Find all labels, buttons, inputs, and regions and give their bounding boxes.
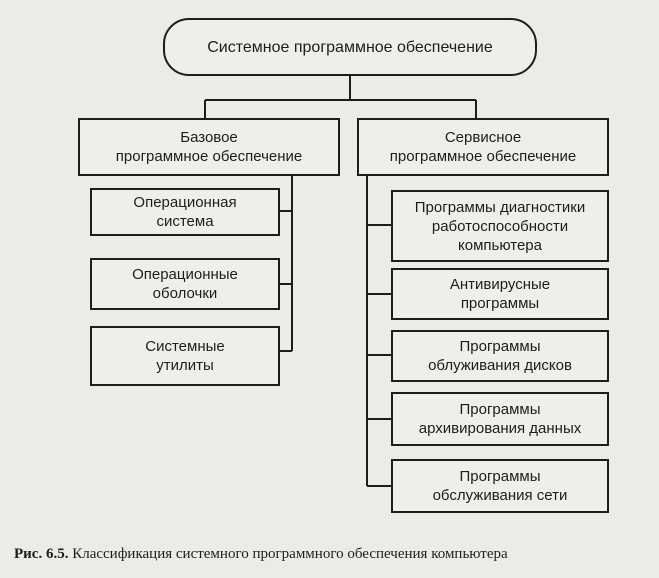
- base-software-node: Базовое программное обеспечение: [78, 118, 340, 176]
- box-text-line: Программы: [459, 468, 541, 485]
- figure-caption: Рис. 6.5. Классификация системного прогр…: [14, 546, 508, 563]
- box-text-line: программное обеспечение: [115, 148, 303, 165]
- box-text-line: оболочки: [152, 285, 218, 302]
- box-text-line: облуживания дисков: [428, 357, 572, 374]
- box-text-line: Программы: [459, 401, 541, 418]
- service-item-antivirus: Антивирусные программы: [391, 268, 609, 320]
- box-text-line: работоспособности: [431, 217, 569, 235]
- box-text-line: Базовое: [180, 129, 238, 146]
- caption-label: Рис. 6.5.: [14, 546, 69, 562]
- box-text-line: обслуживания сети: [432, 487, 568, 504]
- box-text-line: программное обеспечение: [389, 148, 577, 165]
- box-text-line: утилиты: [156, 357, 214, 374]
- box-text-line: программы: [460, 295, 540, 312]
- base-item-shells: Операционные оболочки: [90, 258, 280, 310]
- box-text-line: Программы: [459, 338, 541, 355]
- caption-text: Классификация системного программного об…: [72, 546, 508, 562]
- box-text-line: Системные: [145, 338, 225, 355]
- base-item-utilities: Системные утилиты: [90, 326, 280, 386]
- box-text-line: система: [156, 213, 214, 230]
- box-text-line: компьютера: [458, 236, 542, 254]
- box-text-line: Программы диагностики: [414, 198, 586, 216]
- service-software-node: Сервисное программное обеспечение: [357, 118, 609, 176]
- box-text-line: Системное программное обеспечение: [207, 38, 493, 56]
- box-text-line: Операционные: [132, 266, 238, 283]
- service-item-archiving: Программы архивирования данных: [391, 392, 609, 446]
- box-text-line: Антивирусные: [449, 276, 551, 293]
- box-text-line: Операционная: [133, 194, 237, 211]
- root-node: Системное программное обеспечение: [163, 18, 537, 76]
- box-text-line: Сервисное: [444, 129, 522, 146]
- service-item-disks: Программы облуживания дисков: [391, 330, 609, 382]
- base-item-os: Операционная система: [90, 188, 280, 236]
- service-item-network: Программы обслуживания сети: [391, 459, 609, 513]
- box-text-line: архивирования данных: [418, 420, 582, 437]
